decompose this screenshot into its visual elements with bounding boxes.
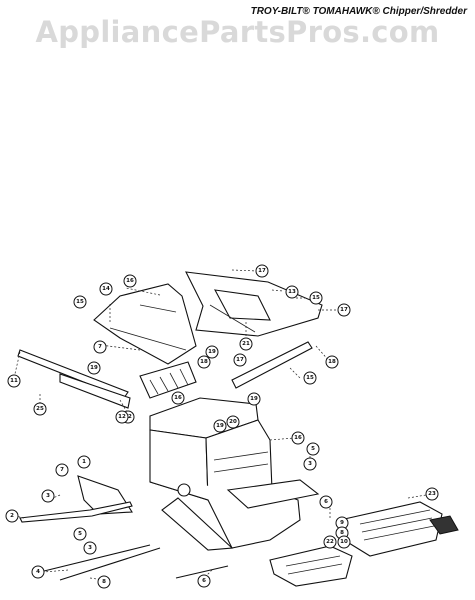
svg-text:15: 15 [306, 375, 314, 381]
lower-step-part [269, 545, 353, 587]
callout-13: 13 [285, 285, 299, 299]
svg-text:14: 14 [102, 286, 110, 292]
svg-text:3: 3 [88, 545, 92, 551]
watermark: AppliancePartsPros.com [35, 15, 440, 49]
svg-text:3: 3 [46, 493, 50, 499]
callout-2: 2 [5, 509, 19, 523]
callout-3-bottom: 3 [83, 541, 97, 555]
callout-18-right: 18 [325, 355, 339, 369]
svg-text:10: 10 [340, 539, 348, 545]
svg-text:22: 22 [326, 539, 334, 545]
callout-21: 21 [239, 337, 253, 351]
svg-text:7: 7 [60, 467, 64, 473]
callout-25: 25 [33, 402, 47, 416]
support-plate-part [226, 479, 320, 509]
svg-text:21: 21 [242, 341, 250, 347]
callout-18-center: 18 [197, 355, 211, 369]
callout-17-right: 17 [337, 303, 351, 317]
svg-text:16: 16 [126, 278, 134, 284]
svg-text:16: 16 [294, 435, 302, 441]
svg-text:11: 11 [10, 378, 18, 384]
svg-text:2: 2 [10, 513, 14, 519]
axle-rods-part [39, 544, 229, 581]
main-housing-part [149, 397, 301, 551]
callout-15-right: 15 [303, 371, 317, 385]
svg-text:15: 15 [76, 299, 84, 305]
svg-text:17: 17 [236, 357, 244, 363]
callout-4: 4 [31, 565, 45, 579]
svg-text:9: 9 [340, 520, 344, 526]
svg-text:8: 8 [102, 579, 106, 585]
svg-text:19: 19 [208, 349, 216, 355]
callout-3-left: 3 [41, 489, 55, 503]
svg-text:17: 17 [258, 268, 266, 274]
callout-19-upper: 19 [247, 392, 261, 406]
callout-8-bottom: 8 [97, 575, 111, 589]
svg-text:15: 15 [312, 295, 320, 301]
svg-text:4: 4 [36, 569, 40, 575]
callout-17-top: 17 [255, 264, 269, 278]
callout-19-center: 19 [205, 345, 219, 359]
svg-text:19: 19 [90, 365, 98, 371]
top-cover-part [185, 271, 323, 337]
callout-7-left: 7 [55, 463, 69, 477]
svg-text:19: 19 [216, 423, 224, 429]
tie-rod-part [19, 501, 133, 523]
callout-7-top: 7 [93, 340, 107, 354]
svg-text:3: 3 [308, 461, 312, 467]
svg-text:13: 13 [288, 289, 296, 295]
svg-text:18: 18 [200, 359, 208, 365]
callout-6-right: 6 [319, 495, 333, 509]
callout-20: 20 [226, 415, 240, 429]
callout-6-bottom: 6 [197, 574, 211, 588]
right-rail-part [231, 341, 313, 389]
leader-lines [13, 269, 433, 581]
callout-3-top: 3 [303, 457, 317, 471]
callout-22: 22 [323, 535, 337, 549]
callout-23: 23 [425, 487, 439, 501]
callout-19-left: 19 [87, 361, 101, 375]
svg-text:7: 7 [98, 344, 102, 350]
hopper-plate-part [93, 283, 197, 365]
callout-16-top: 16 [123, 274, 137, 288]
svg-text:8: 8 [340, 530, 344, 536]
callout-14: 14 [99, 282, 113, 296]
svg-text:23: 23 [428, 491, 436, 497]
callout-11: 11 [7, 374, 21, 388]
svg-text:12: 12 [118, 414, 126, 420]
callout-5-top: 5 [306, 442, 320, 456]
diagram-title: TROY-BILT® TOMAHAWK® Chipper/Shredder [250, 6, 467, 17]
left-rail-part [17, 349, 131, 409]
discharge-chute-part [139, 361, 197, 399]
callout-5-left: 5 [73, 527, 87, 541]
callout-17-mid: 17 [233, 353, 247, 367]
svg-text:19: 19 [250, 396, 258, 402]
svg-text:6: 6 [324, 499, 328, 505]
svg-text:18: 18 [328, 359, 336, 365]
callout-15-left: 15 [73, 295, 87, 309]
svg-text:16: 16 [174, 395, 182, 401]
svg-text:25: 25 [36, 406, 44, 412]
callout-10: 10 [337, 535, 351, 549]
svg-text:5: 5 [78, 531, 82, 537]
callout-19-box: 19 [213, 419, 227, 433]
callout-16-mid: 16 [171, 391, 185, 405]
foot-plate-part [339, 501, 459, 557]
svg-text:20: 20 [229, 419, 237, 425]
svg-text:1: 1 [82, 459, 86, 465]
svg-text:5: 5 [311, 446, 315, 452]
svg-text:6: 6 [202, 578, 206, 584]
callout-12-right: 12 [115, 410, 129, 424]
callout-1: 1 [77, 455, 91, 469]
callout-16-right: 16 [291, 431, 305, 445]
svg-text:17: 17 [340, 307, 348, 313]
callout-15-top: 15 [309, 291, 323, 305]
